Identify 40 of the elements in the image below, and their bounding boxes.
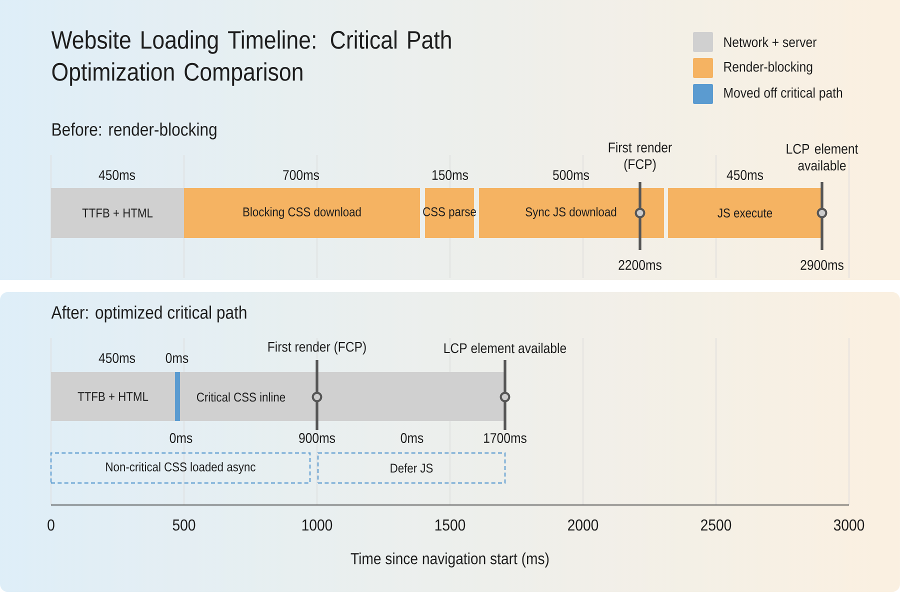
milestone-time: 2200ms	[618, 260, 662, 270]
duration-label: 450ms	[98, 353, 136, 363]
duration-label: 450ms	[726, 170, 764, 180]
legend-label: Moved off critical path	[724, 87, 842, 101]
legend-label: Network + server	[724, 36, 816, 48]
duration-label: 0ms	[170, 433, 192, 443]
tick-label: 1500	[435, 519, 466, 531]
timeline-bar: Sync JS download	[479, 188, 664, 238]
section-heading: Before: render-blocking	[52, 122, 216, 140]
section-heading: After: optimized critical path	[51, 306, 246, 322]
dashed-box: Defer JS	[317, 452, 506, 484]
milestone-label: First render (FCP)	[608, 142, 672, 172]
axis-title: Time since navigation start (ms)	[350, 552, 549, 568]
milestone-time: 1700ms	[484, 433, 526, 443]
timeline-bar: TTFB + HTML	[51, 188, 184, 238]
duration-label: 0ms	[166, 353, 188, 363]
chart-title: Website Loading Timeline: Critical Path Optimization Comparison	[51, 30, 451, 86]
marker-strip	[175, 372, 180, 421]
timeline-bar: Critical CSS inline	[180, 372, 505, 421]
tick-label: 500	[172, 519, 196, 531]
timeline-bar: TTFB + HTML	[51, 372, 175, 421]
tick-label: 1000	[302, 519, 332, 531]
milestone-label: First render (FCP)	[268, 341, 366, 355]
timeline-bar: Blocking CSS download	[184, 188, 420, 238]
legend-label: Render-blocking	[724, 61, 812, 75]
timeline-bar: JS execute	[668, 188, 822, 238]
milestone-time: 900ms	[299, 433, 336, 443]
milestone-label: LCP element available	[444, 342, 566, 354]
duration-label: 450ms	[98, 170, 136, 180]
duration-label: 700ms	[283, 170, 320, 180]
milestone-time: 2900ms	[800, 260, 844, 270]
duration-label: 500ms	[553, 170, 590, 180]
duration-label: 150ms	[432, 170, 468, 180]
duration-label: 0ms	[400, 433, 424, 443]
tick-label: 2000	[568, 519, 598, 531]
tick-label: 3000	[834, 519, 864, 531]
tick-label: 2500	[701, 519, 732, 531]
milestone-label: LCP element available	[786, 144, 858, 170]
dashed-box: Non-critical CSS loaded async	[50, 452, 311, 484]
tick-label: 0	[48, 519, 54, 531]
